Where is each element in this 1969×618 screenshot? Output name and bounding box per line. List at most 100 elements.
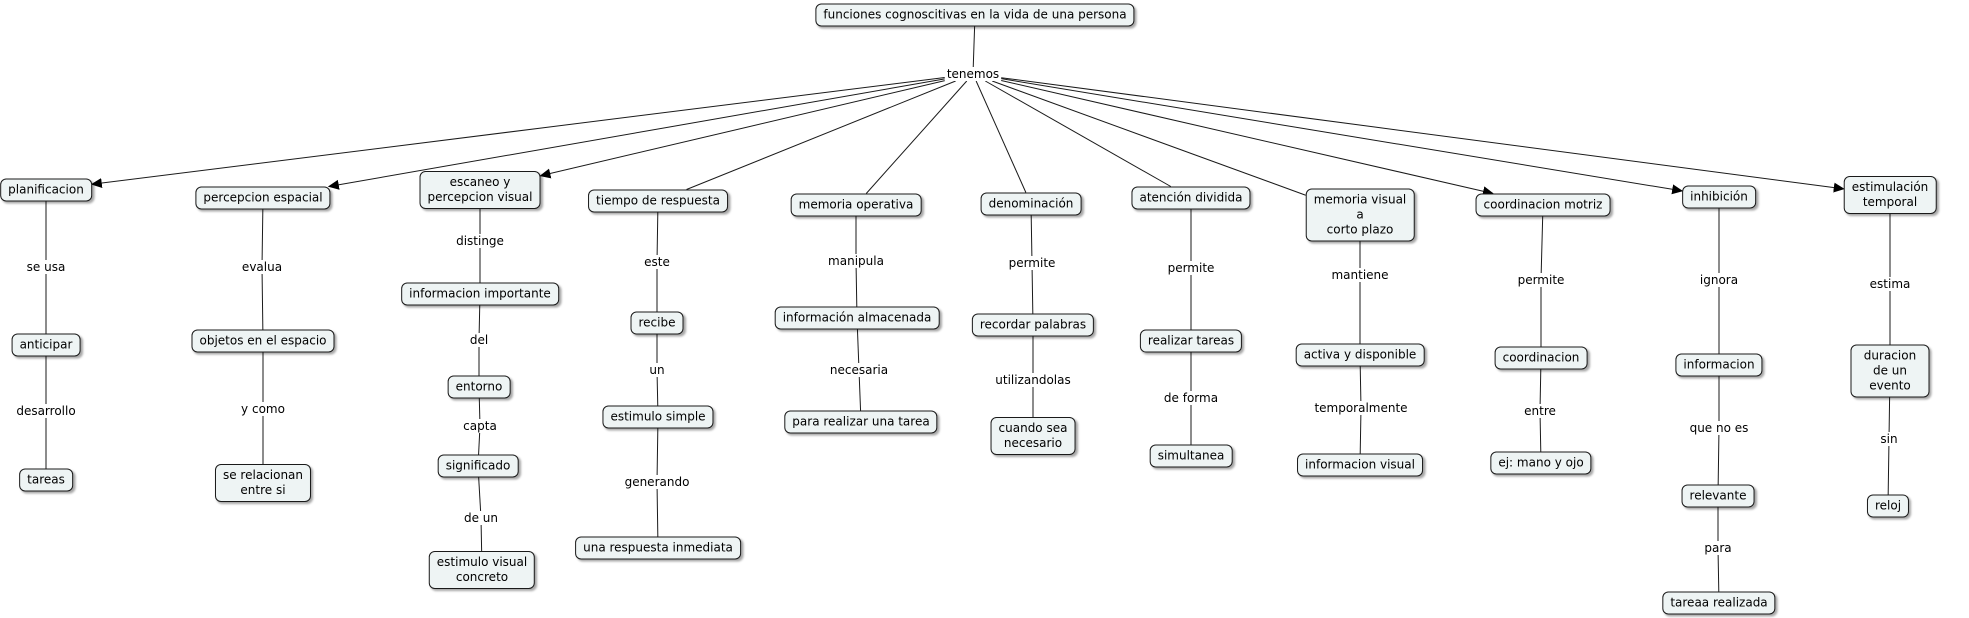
connector-concept-percepcion-espacial-to-link-evalua <box>261 209 264 261</box>
link-distinge: distinge <box>454 234 506 248</box>
concept-ej-mano-y-ojo[interactable]: ej: mano y ojo <box>1490 451 1592 475</box>
connector-link-tenemos-to-concept-memoria-operativa <box>865 80 968 194</box>
connector-link-sin-to-concept-reloj <box>1887 445 1890 495</box>
link-tenemos: tenemos <box>944 67 1002 81</box>
connector-concept-activa-y-disponible-to-link-temporalmente <box>1359 366 1362 402</box>
link-mantiene: mantiene <box>1329 268 1391 282</box>
concept-entorno[interactable]: entorno <box>447 375 511 399</box>
connector-concept-informacion-importante-to-link-del <box>478 305 481 334</box>
concept-realizar-tareas[interactable]: realizar tareas <box>1139 329 1243 353</box>
concept-informacion-almacenada[interactable]: información almacenada <box>774 306 940 330</box>
link-necesaria: necesaria <box>827 363 891 377</box>
concept-atencion-dividida[interactable]: atención dividida <box>1131 186 1251 210</box>
connector-link-tenemos-to-concept-atencion-dividida <box>985 80 1172 187</box>
concept-relevante[interactable]: relevante <box>1681 484 1755 508</box>
concept-denominacion[interactable]: denominación <box>980 192 1082 216</box>
concept-root[interactable]: funciones cognoscitivas en la vida de un… <box>815 3 1135 27</box>
connector-link-tenemos-to-concept-inhibicion <box>1001 78 1684 195</box>
concept-anticipar[interactable]: anticipar <box>11 333 81 357</box>
link-de-forma: de forma <box>1161 391 1221 405</box>
connector-link-permite-denominacion-to-concept-recordar-palabras <box>1031 269 1034 314</box>
link-del: del <box>467 333 491 347</box>
concept-recibe[interactable]: recibe <box>630 311 684 335</box>
connector-link-capta-to-concept-significado <box>478 432 481 455</box>
connector-concept-tiempo-de-respuesta-to-link-este <box>656 212 659 256</box>
connector-link-tenemos-to-concept-planificacion <box>90 77 945 188</box>
connector-concept-duracion-de-un-evento-to-link-sin <box>1888 397 1891 433</box>
concept-duracion-de-un-evento[interactable]: duracion de un evento <box>1850 344 1930 398</box>
concept-para-realizar-una-tarea[interactable]: para realizar una tarea <box>784 410 938 434</box>
link-estima: estima <box>1867 277 1913 291</box>
connector-link-para-to-concept-tareaa-realizada <box>1717 554 1720 592</box>
connector-concept-informacion-almacenada-to-link-necesaria <box>856 329 860 364</box>
concept-simultanea[interactable]: simultanea <box>1149 444 1233 468</box>
connector-link-de-un-to-concept-estimulo-visual-concreto <box>480 524 483 552</box>
concept-significado[interactable]: significado <box>437 454 519 478</box>
connector-concept-denominacion-to-link-permite-denominacion <box>1030 215 1033 257</box>
link-que-no-es: que no es <box>1687 421 1751 435</box>
connector-concept-estimulo-simple-to-link-generando <box>656 428 659 476</box>
concept-informacion[interactable]: informacion <box>1675 353 1763 377</box>
concept-tareas[interactable]: tareas <box>19 468 73 492</box>
connector-concept-entorno-to-link-capta <box>478 398 481 420</box>
connector-link-tenemos-to-concept-escaneo-percepcion-visual <box>539 80 945 179</box>
link-capta: capta <box>461 419 499 433</box>
concept-objetos-en-el-espacio[interactable]: objetos en el espacio <box>191 329 335 353</box>
connector-link-generando-to-concept-una-respuesta-inmediata <box>656 488 659 537</box>
connector-concept-root-to-link-tenemos <box>972 26 976 68</box>
connector-concept-coordinacion-to-link-entre <box>1539 369 1542 405</box>
link-generando: generando <box>622 475 692 489</box>
link-temporalmente: temporalmente <box>1312 401 1410 415</box>
concept-tareaa-realizada[interactable]: tareaa realizada <box>1662 591 1776 615</box>
connector-link-tenemos-to-concept-tiempo-de-respuesta <box>686 80 956 190</box>
concept-coordinacion[interactable]: coordinacion <box>1494 346 1588 370</box>
concept-reloj[interactable]: reloj <box>1866 494 1910 518</box>
connector-link-temporalmente-to-concept-informacion-visual <box>1359 414 1362 454</box>
connector-link-tenemos-to-concept-denominacion <box>975 80 1027 193</box>
concept-cuando-sea-necesario[interactable]: cuando sea necesario <box>990 417 1076 455</box>
link-permite-atencion: permite <box>1165 261 1217 275</box>
concept-informacion-visual[interactable]: informacion visual <box>1297 453 1423 477</box>
link-ignora: ignora <box>1697 273 1741 287</box>
link-manipula: manipula <box>826 254 886 268</box>
concept-estimulacion-temporal[interactable]: estimulación temporal <box>1843 176 1937 214</box>
link-desarrollo: desarrollo <box>14 404 78 418</box>
concept-estimulo-visual-concreto[interactable]: estimulo visual concreto <box>428 551 536 589</box>
concept-coordinacion-motriz[interactable]: coordinacion motriz <box>1475 193 1611 217</box>
concept-memoria-operativa[interactable]: memoria operativa <box>790 193 922 217</box>
concept-planificacion[interactable]: planificacion <box>0 178 92 202</box>
concept-activa-y-disponible[interactable]: activa y disponible <box>1295 343 1425 367</box>
connector-link-un-to-concept-estimulo-simple <box>656 376 659 406</box>
connector-link-tenemos-to-concept-coordinacion-motriz <box>1001 79 1494 197</box>
connector-link-tenemos-to-concept-percepcion-espacial <box>327 78 945 190</box>
link-permite-denominacion: permite <box>1006 256 1058 270</box>
link-permite-coordinacion: permite <box>1515 273 1567 287</box>
link-entre: entre <box>1522 404 1558 418</box>
concept-memoria-visual-corto-plazo[interactable]: memoria visual a corto plazo <box>1305 188 1415 242</box>
connector-concept-significado-to-link-de-un <box>478 477 482 512</box>
link-evalua: evalua <box>239 260 285 274</box>
link-y-como: y como <box>239 402 287 416</box>
link-un: un <box>647 363 667 377</box>
connector-link-manipula-to-concept-informacion-almacenada <box>855 267 858 307</box>
concept-estimulo-simple[interactable]: estimulo simple <box>602 405 714 429</box>
concept-tiempo-de-respuesta[interactable]: tiempo de respuesta <box>588 189 728 213</box>
connector-link-necesaria-to-concept-para-realizar-una-tarea <box>858 376 862 411</box>
connector-link-tenemos-to-concept-estimulacion-temporal <box>1001 77 1845 193</box>
link-de-un: de un <box>461 511 501 525</box>
concept-percepcion-espacial[interactable]: percepcion espacial <box>195 186 331 210</box>
concept-recordar-palabras[interactable]: recordar palabras <box>971 313 1095 337</box>
link-se-usa: se usa <box>24 260 68 274</box>
link-utilizandolas: utilizandolas <box>993 373 1073 387</box>
concept-inhibicion[interactable]: inhibición <box>1682 185 1756 209</box>
concept-una-respuesta-inmediata[interactable]: una respuesta inmediata <box>575 536 741 560</box>
connector-link-tenemos-to-concept-memoria-visual-corto-plazo <box>992 80 1306 196</box>
concept-se-relacionan[interactable]: se relacionan entre si <box>214 464 312 502</box>
link-sin: sin <box>1878 432 1900 446</box>
connector-link-evalua-to-concept-objetos-en-el-espacio <box>261 273 264 330</box>
link-este: este <box>642 255 672 269</box>
concept-escaneo-percepcion-visual[interactable]: escaneo y percepcion visual <box>419 171 541 209</box>
concept-informacion-importante[interactable]: informacion importante <box>401 282 559 306</box>
